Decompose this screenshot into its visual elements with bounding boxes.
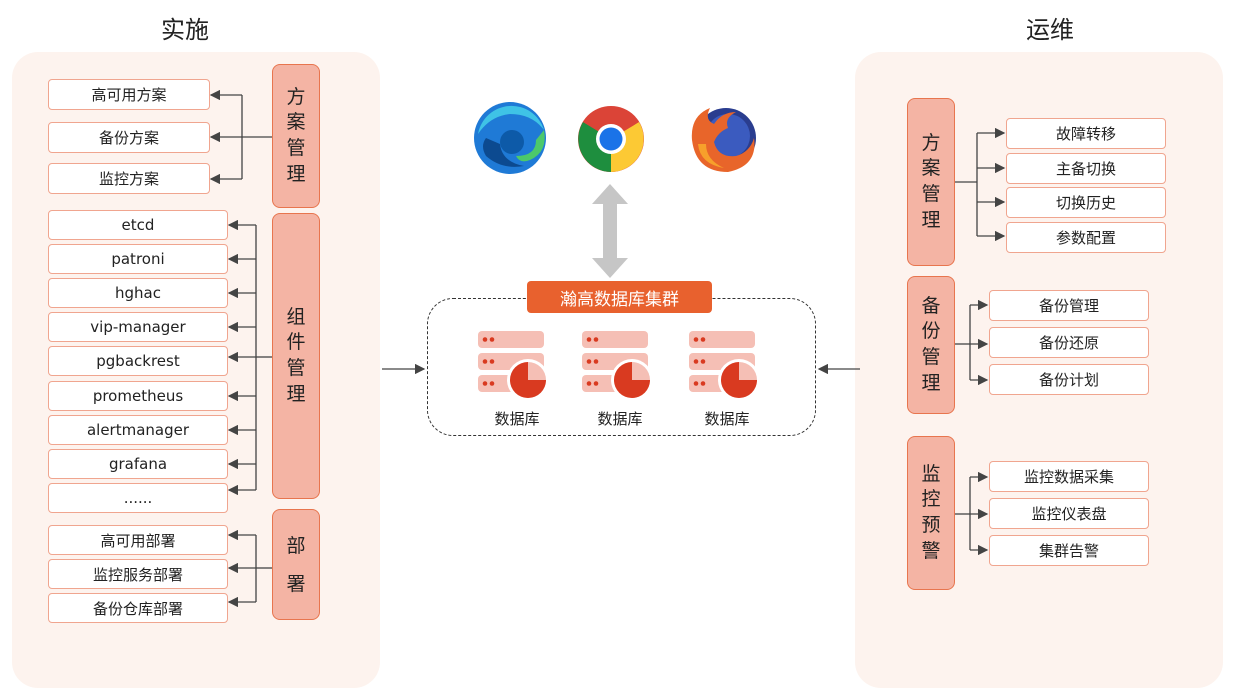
deploy-item-monitor: 监控服务部署 xyxy=(48,559,228,589)
right-backup-item-schedule: 备份计划 xyxy=(989,364,1149,395)
component-alertmanager: alertmanager xyxy=(48,415,228,445)
right-monitor-item-collect: 监控数据采集 xyxy=(989,461,1149,492)
deploy-item-backup: 备份仓库部署 xyxy=(48,593,228,623)
chrome-icon xyxy=(578,106,644,172)
component-grafana: grafana xyxy=(48,449,228,479)
bidirectional-arrow xyxy=(592,184,628,278)
component-more: ...... xyxy=(48,483,228,513)
left-plan-category: 方案管理 xyxy=(272,64,320,208)
database-label: 数据库 xyxy=(494,410,540,428)
database-icon xyxy=(689,331,760,400)
database-icon xyxy=(582,331,653,400)
right-backup-category: 备份管理 xyxy=(907,276,955,414)
database-icon xyxy=(478,331,549,400)
left-plan-item-backup: 备份方案 xyxy=(48,122,210,153)
database-label: 数据库 xyxy=(704,410,750,428)
component-pgbackrest: pgbackrest xyxy=(48,346,228,376)
left-section-title: 实施 xyxy=(161,16,209,44)
firefox-icon xyxy=(691,108,756,172)
right-plan-category: 方案管理 xyxy=(907,98,955,266)
component-prometheus: prometheus xyxy=(48,381,228,411)
right-plan-item-failover: 故障转移 xyxy=(1006,118,1166,149)
component-patroni: patroni xyxy=(48,244,228,274)
component-vip-manager: vip-manager xyxy=(48,312,228,342)
component-hghac: hghac xyxy=(48,278,228,308)
left-components-category: 组件管理 xyxy=(272,213,320,499)
deploy-item-ha: 高可用部署 xyxy=(48,525,228,555)
left-deploy-category: 部署 xyxy=(272,509,320,620)
right-plan-item-history: 切换历史 xyxy=(1006,187,1166,218)
right-backup-item-manage: 备份管理 xyxy=(989,290,1149,321)
edge-icon xyxy=(474,102,546,174)
left-plan-item-monitor: 监控方案 xyxy=(48,163,210,194)
left-plan-item-ha: 高可用方案 xyxy=(48,79,210,110)
right-plan-item-params: 参数配置 xyxy=(1006,222,1166,253)
cluster-title: 瀚高数据库集群 xyxy=(527,281,712,313)
right-backup-item-restore: 备份还原 xyxy=(989,327,1149,358)
right-plan-item-switchover: 主备切换 xyxy=(1006,153,1166,184)
right-monitor-item-alert: 集群告警 xyxy=(989,535,1149,566)
right-section-title: 运维 xyxy=(1026,16,1074,44)
component-etcd: etcd xyxy=(48,210,228,240)
right-monitor-item-dashboard: 监控仪表盘 xyxy=(989,498,1149,529)
database-label: 数据库 xyxy=(597,410,643,428)
right-monitor-category: 监控预警 xyxy=(907,436,955,590)
